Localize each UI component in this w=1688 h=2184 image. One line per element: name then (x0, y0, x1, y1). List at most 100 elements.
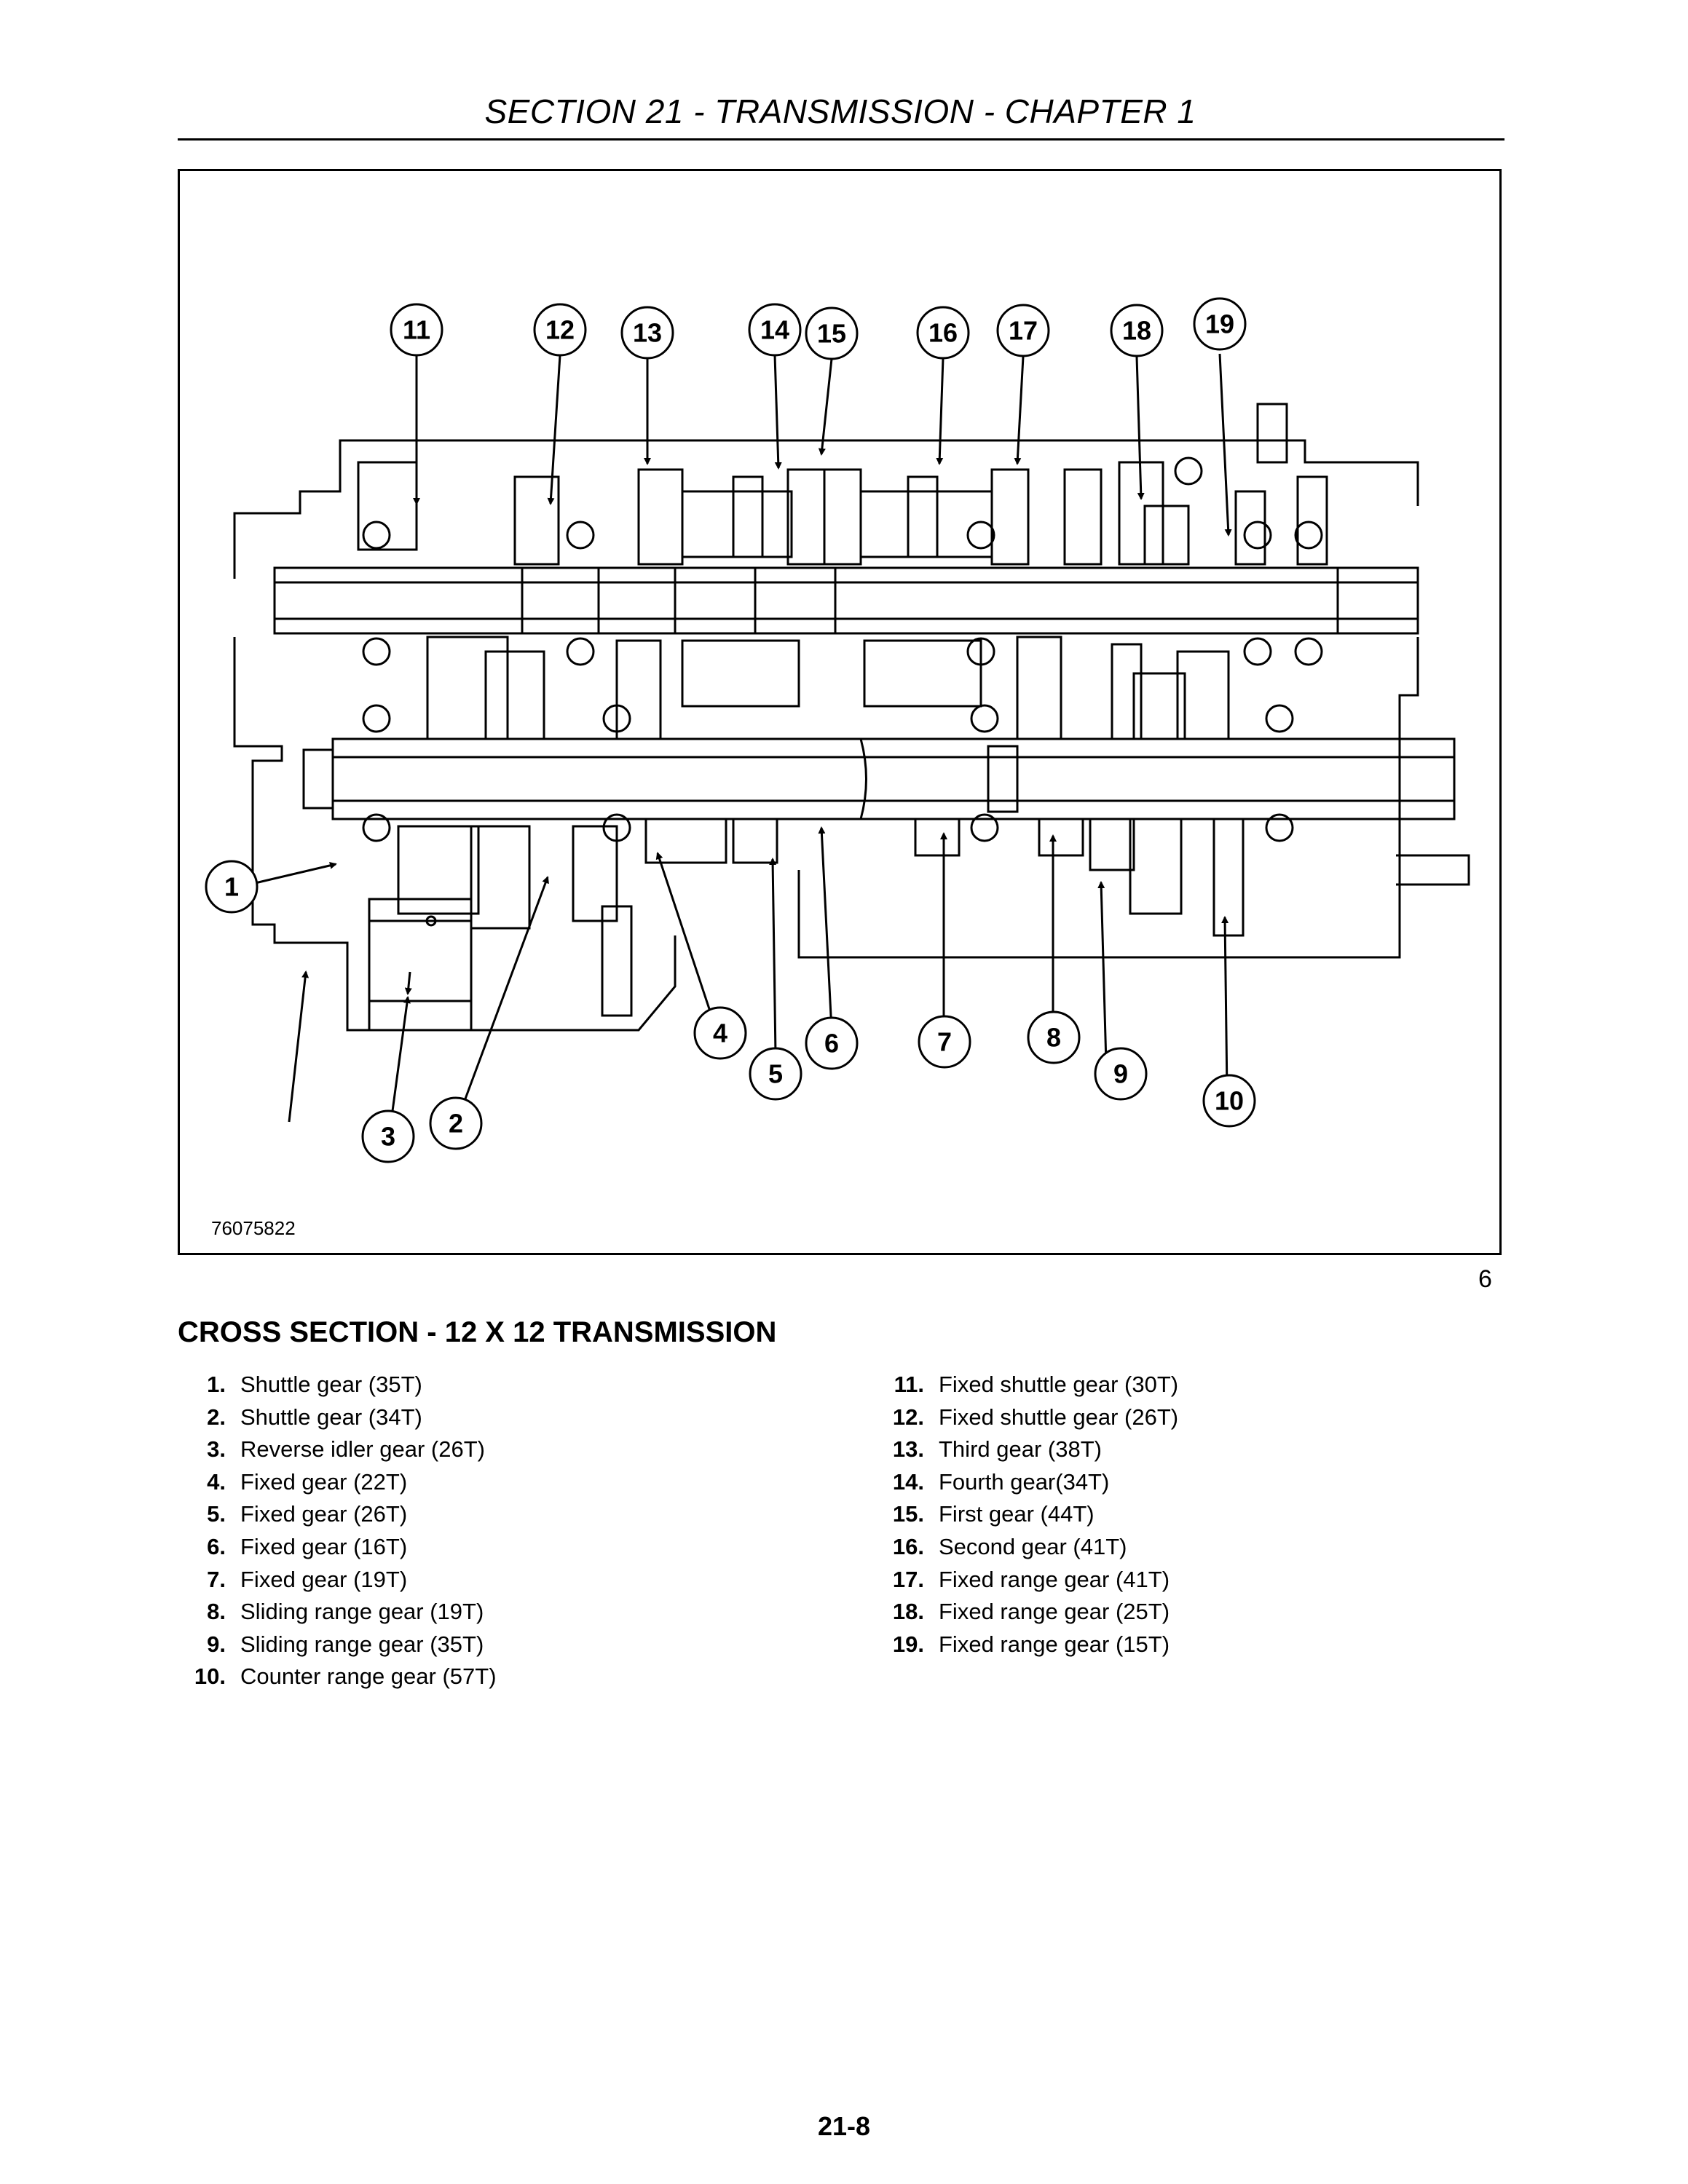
legend-item-text: Fourth gear(34T) (939, 1468, 1110, 1495)
legend-item-number: 9. (207, 1631, 226, 1657)
legend-item: 6. Fixed gear (16T) (178, 1531, 497, 1564)
legend-item: 11. Fixed shuttle gear (30T) (876, 1369, 1178, 1401)
callout-19-label: 19 (1205, 309, 1234, 339)
callout-3 (361, 1109, 415, 1163)
legend-item-text: First gear (44T) (939, 1501, 1095, 1527)
figure-frame: 1 2 3 4 5 6 7 8 9 10 11 12 13 14 15 16 1… (178, 169, 1502, 1255)
legend-item-text: Fixed gear (19T) (240, 1566, 408, 1592)
legend-item-number: 16. (892, 1533, 924, 1559)
callout-3-label: 3 (381, 1122, 395, 1152)
legend-item-number: 2. (207, 1404, 226, 1430)
legend-list-left: 1. Shuttle gear (35T) 2. Shuttle gear (34T… (178, 1369, 497, 1693)
legend-item-text: Sliding range gear (19T) (240, 1599, 484, 1625)
legend-item: 18.Fixed range gear (25T) (876, 1596, 1178, 1629)
callout-15 (805, 306, 859, 360)
callout-13-label: 13 (633, 318, 662, 348)
legend-item-number: 15. (892, 1501, 924, 1527)
legend-item-text: Fixed range gear (15T) (939, 1631, 1170, 1657)
legend-item-text: Second gear (41T) (939, 1533, 1127, 1559)
legend-item-text: Fixed shuttle gear (30T) (939, 1372, 1179, 1397)
legend-item: 19. Fixed range gear (15T) (876, 1629, 1178, 1661)
callout-18-label: 18 (1122, 316, 1151, 346)
callout-7-label: 7 (937, 1027, 952, 1057)
callout-16 (916, 306, 970, 360)
legend-item-number: 11. (894, 1372, 924, 1397)
callout-circles (205, 297, 1256, 1163)
callout-17 (996, 304, 1050, 357)
callout-6-label: 6 (824, 1029, 839, 1059)
legend-item-text: Sliding range gear (35T) (240, 1631, 484, 1657)
callout-19 (1193, 297, 1247, 351)
callout-8-label: 8 (1046, 1023, 1061, 1053)
callout-17-label: 17 (1009, 316, 1038, 346)
callout-8 (1027, 1010, 1081, 1064)
legend-item-text: Fixed gear (26T) (240, 1501, 408, 1527)
callout-11-label: 11 (403, 315, 430, 345)
legend-item-number: 17. (892, 1566, 924, 1592)
callout-12 (533, 303, 587, 357)
transmission-linework (233, 403, 1470, 1032)
leader-lines (248, 353, 1232, 1123)
legend-item: 13. Third gear (38T) (876, 1433, 1178, 1466)
figure-caption: CROSS SECTION - 12 X 12 TRANSMISSION (178, 1316, 777, 1348)
callout-12-label: 12 (545, 315, 575, 345)
callout-4-label: 4 (713, 1018, 727, 1048)
legend-item-number: 8. (207, 1599, 226, 1625)
legend-item: 7.Fixed gear (19T) (178, 1564, 497, 1597)
callout-4 (693, 1006, 747, 1060)
legend-item: 5. Fixed gear (26T) (178, 1498, 497, 1531)
legend-item: 17. Fixed range gear (41T) (876, 1564, 1178, 1597)
legend-item-number: 14. (892, 1468, 924, 1495)
callout-13 (620, 306, 674, 360)
legend-item: 9. Sliding range gear (35T) (178, 1629, 497, 1661)
callout-11 (390, 303, 443, 357)
header-divider (178, 138, 1504, 141)
legend-item-text: Reverse idler gear (26T) (240, 1436, 485, 1463)
figure-code: 76075822 (211, 1217, 296, 1239)
legend-item: 8. Sliding range gear (19T) (178, 1596, 497, 1629)
callout-labels: 1 2 3 4 5 6 7 8 9 10 11 12 13 14 15 16 1… (224, 309, 1244, 1152)
legend-item-number: 10. (194, 1663, 226, 1690)
legend-item-number: 18. (892, 1599, 924, 1625)
legend-item-text: Fixed shuttle gear (26T) (939, 1404, 1179, 1430)
legend-list-right: 11. Fixed shuttle gear (30T) 12. Fixed shu… (876, 1369, 1178, 1661)
callout-9 (1094, 1047, 1148, 1101)
legend-item-text: Fixed gear (22T) (240, 1468, 408, 1495)
transmission-cross-section-drawing: 1 2 3 4 5 6 7 8 9 10 11 12 13 14 15 16 1… (205, 297, 1470, 1163)
legend-item-number: 13. (892, 1436, 924, 1463)
legend-item: 15. First gear (44T) (876, 1498, 1178, 1531)
legend-item-number: 1. (207, 1372, 226, 1397)
callout-14-label: 14 (760, 315, 789, 345)
page-header-title: SECTION 21 - TRANSMISSION - CHAPTER 1 (484, 92, 1196, 130)
legend-item-text: Shuttle gear (35T) (240, 1372, 422, 1397)
page-number: 21-8 (817, 2111, 871, 2141)
callout-1 (205, 860, 259, 914)
callout-10-label: 10 (1215, 1086, 1244, 1116)
legend-item: 2. Shuttle gear (34T) (178, 1401, 497, 1434)
legend-item: 12. Fixed shuttle gear (26T) (876, 1401, 1178, 1434)
callout-5 (749, 1047, 802, 1101)
callout-7 (918, 1015, 971, 1069)
legend-item: 3.Reverse idler gear (26T) (178, 1433, 497, 1466)
legend-item-text: Shuttle gear (34T) (240, 1404, 422, 1430)
callout-1-label: 1 (224, 872, 239, 902)
callout-15-label: 15 (817, 319, 846, 349)
legend-item-number: 5. (207, 1501, 226, 1527)
legend-item-number: 12. (892, 1404, 924, 1430)
legend-item-text: Third gear (38T) (939, 1436, 1102, 1463)
callout-14 (748, 303, 802, 357)
legend-item: 4.Fixed gear (22T) (178, 1466, 497, 1499)
legend-item: 16. Second gear (41T) (876, 1531, 1178, 1564)
legend-item-number: 6. (207, 1533, 226, 1559)
legend-item: 14. Fourth gear(34T) (876, 1466, 1178, 1499)
callout-18 (1110, 304, 1164, 357)
callout-2 (429, 1096, 483, 1150)
callout-9-label: 9 (1113, 1059, 1128, 1089)
legend-item-text: Fixed range gear (41T) (939, 1566, 1170, 1592)
callout-6 (805, 1016, 859, 1070)
figure-number: 6 (1478, 1265, 1492, 1293)
legend-item: 1. Shuttle gear (35T) (178, 1369, 497, 1401)
legend-item-number: 19. (892, 1631, 924, 1657)
callout-2-label: 2 (449, 1109, 463, 1139)
legend-item-text: Fixed gear (16T) (240, 1533, 408, 1559)
